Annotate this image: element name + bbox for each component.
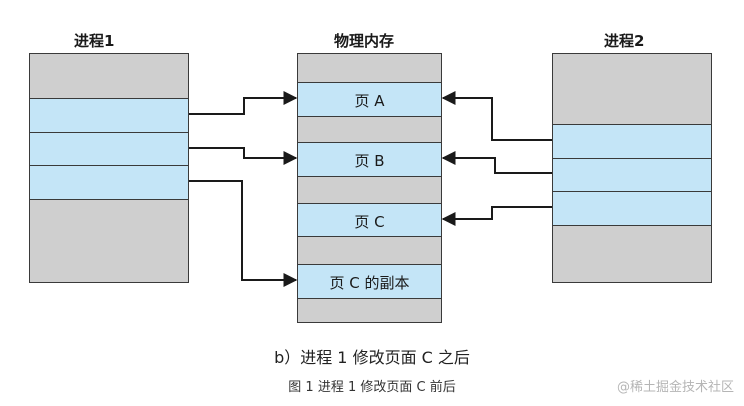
memory-frame-9 [298,298,441,322]
figure-caption: 图 1 进程 1 修改页面 C 前后 [288,380,456,395]
process2-page-4 [553,191,711,225]
memory-frame-page-c: 页 C [298,203,441,236]
process1-title: 进程1 [74,32,115,50]
page-c-label: 页 C [354,213,385,231]
process2-page-1 [553,54,711,124]
page-c-copy-label: 页 C 的副本 [329,274,410,292]
arrow-p2-to-page-c [441,206,552,226]
process1-page-2 [30,98,188,132]
process1-page-4 [30,165,188,199]
process1-page-3 [30,132,188,165]
watermark: @稀土掘金技术社区 [616,380,734,395]
arrow-p1-to-page-b [189,147,298,165]
page-b-label: 页 B [354,152,385,170]
memory-frame-1 [298,54,441,82]
memory-frame-page-c-copy: 页 C 的副本 [298,264,441,298]
memory-frame-3 [298,116,441,142]
process2-page-3 [553,158,711,191]
memory-frame-5 [298,176,441,203]
process2-page-5 [553,225,711,282]
process2-page-2 [553,124,711,158]
physical-memory: 页 A 页 B 页 C 页 C 的副本 [297,53,442,323]
arrow-p1-to-page-c-copy [189,180,298,287]
process1-pagetable [29,53,189,283]
memory-frame-page-b: 页 B [298,142,441,176]
process1-page-1 [30,54,188,98]
page-a-label: 页 A [354,92,385,110]
sub-caption: b）进程 1 修改页面 C 之后 [274,348,470,367]
process2-title: 进程2 [604,32,645,50]
memory-title: 物理内存 [334,32,395,50]
arrow-p2-to-page-a [441,91,552,141]
arrow-p2-to-page-b [441,151,552,174]
memory-frame-page-a: 页 A [298,82,441,116]
arrow-p1-to-page-a [189,91,298,115]
process2-pagetable [552,53,712,283]
memory-frame-7 [298,236,441,264]
process1-page-5 [30,199,188,282]
